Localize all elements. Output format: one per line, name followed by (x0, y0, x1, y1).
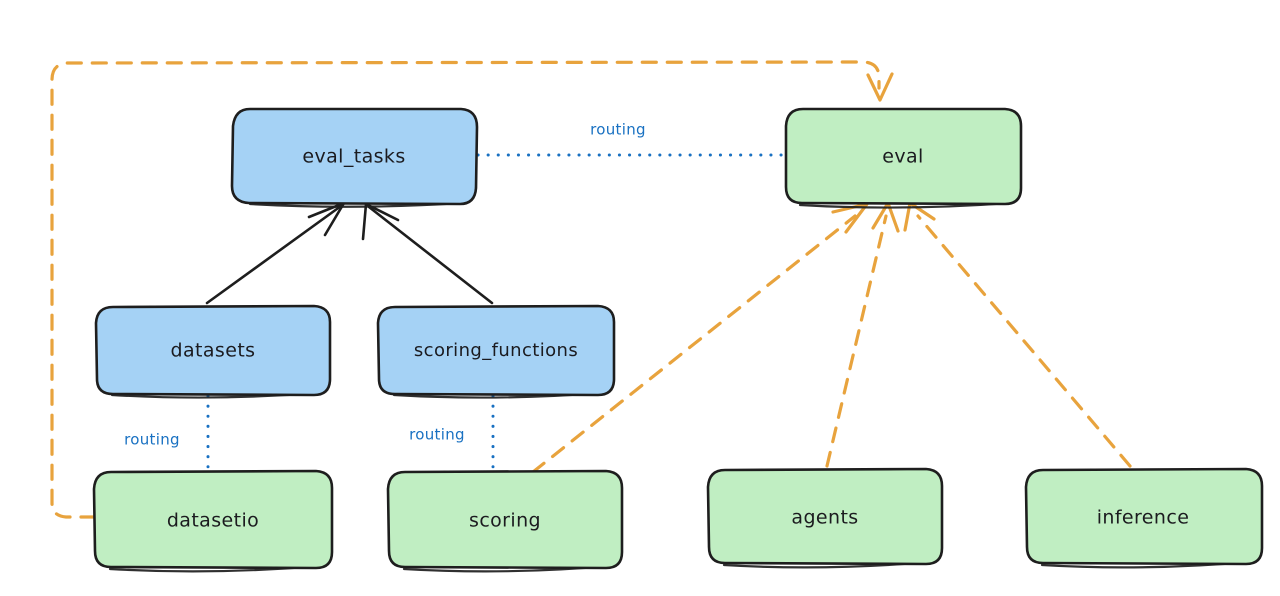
node-inference[interactable]: inference (1024, 467, 1264, 569)
edge-scoring-functions-to-eval-tasks-line (367, 205, 494, 305)
node-eval-tasks-label: eval_tasks (302, 146, 405, 168)
edge-agents-to-eval (825, 201, 900, 468)
edge-datasets-to-datasetio: routing (124, 394, 210, 470)
node-datasetio-box (92, 469, 334, 570)
node-agents-box (706, 467, 944, 566)
node-eval-tasks[interactable]: eval_tasks (230, 107, 479, 208)
edge-inference-to-eval-line (916, 214, 1132, 468)
node-datasetio[interactable]: datasetio (92, 469, 334, 573)
edge-datasetio-to-eval-line (50, 60, 881, 519)
edge-scoring-functions-to-scoring: routing (409, 394, 495, 470)
node-scoring[interactable]: scoring (386, 469, 624, 573)
node-datasets[interactable]: datasets (94, 304, 332, 399)
edge-datasetio-to-eval (50, 60, 894, 519)
edge-datasetio-to-eval-arrowhead (866, 72, 894, 102)
node-inference-label: inference (1097, 507, 1190, 529)
node-eval-label: eval (882, 146, 923, 168)
edge-agents-to-eval-line (825, 214, 888, 468)
edge-inference-to-eval (903, 201, 1132, 468)
node-eval-tasks-box (230, 107, 479, 206)
node-eval-box (784, 107, 1023, 206)
edge-scoring-functions-to-eval-tasks-arrowhead (361, 202, 400, 241)
node-scoring-label: scoring (469, 510, 541, 532)
node-agents[interactable]: agents (706, 467, 944, 569)
node-scoring-functions[interactable]: scoring_functions (376, 304, 616, 399)
node-scoring-functions-label: scoring_functions (414, 340, 578, 361)
edge-label-routing-1: routing (590, 121, 646, 139)
edge-scoring-to-eval-line (531, 214, 857, 474)
node-datasetio-label: datasetio (167, 510, 259, 532)
node-datasets-label: datasets (171, 340, 256, 362)
edge-datasets-to-eval-tasks-line (205, 204, 343, 305)
node-scoring-box (386, 469, 624, 570)
node-datasets-box (94, 304, 332, 397)
node-inference-box (1024, 467, 1264, 566)
edge-label-routing-2: routing (124, 431, 180, 449)
edge-eval-tasks-to-eval: routing (476, 121, 786, 157)
node-agents-label: agents (791, 507, 858, 529)
edge-label-routing-3: routing (409, 426, 465, 444)
node-eval[interactable]: eval (784, 107, 1023, 209)
node-scoring-functions-box (376, 304, 616, 397)
edge-datasets-to-eval-tasks (205, 201, 346, 305)
edge-scoring-functions-to-eval-tasks (361, 202, 494, 305)
